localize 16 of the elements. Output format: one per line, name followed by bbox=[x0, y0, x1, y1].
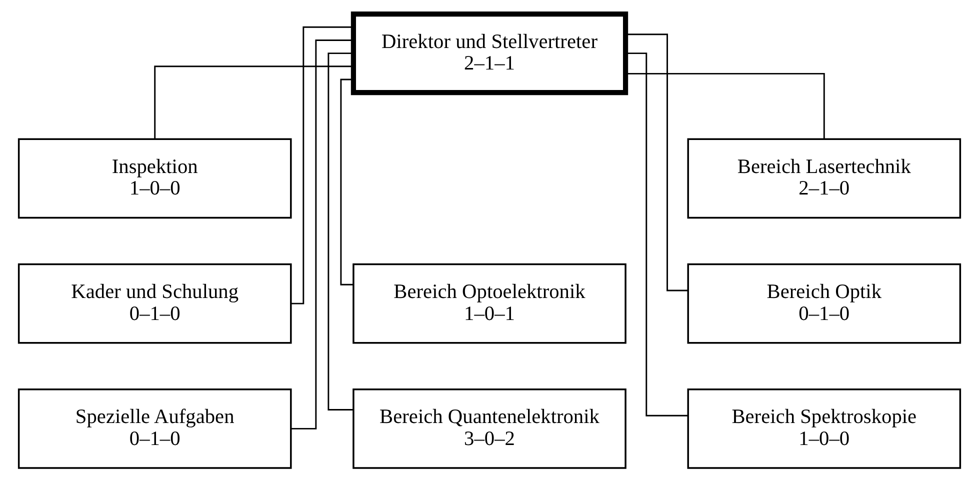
node-box: Spezielle Aufgaben 0–1–0 bbox=[17, 388, 292, 469]
connector bbox=[290, 39, 353, 430]
node-box: Bereich Optik 0–1–0 bbox=[686, 263, 961, 344]
node-box: Direktor und Stellvertreter 2–1–1 bbox=[350, 11, 628, 96]
node-box: Bereich Optoelektronik 1–0–1 bbox=[352, 263, 626, 344]
connector bbox=[625, 52, 688, 416]
node-box: Kader und Schulung 0–1–0 bbox=[17, 263, 292, 344]
node-box: Bereich Spektroskopie 1–0–0 bbox=[686, 388, 961, 469]
node-box: Bereich Quantenelektronik 3–0–2 bbox=[352, 388, 626, 469]
connector bbox=[625, 34, 688, 292]
connector bbox=[290, 26, 353, 304]
node-box: Bereich Lasertechnik 2–1–0 bbox=[686, 138, 961, 219]
connector bbox=[154, 66, 353, 139]
connector bbox=[625, 72, 824, 139]
node-box: Inspektion 1–0–0 bbox=[17, 138, 292, 219]
connector bbox=[327, 52, 352, 410]
